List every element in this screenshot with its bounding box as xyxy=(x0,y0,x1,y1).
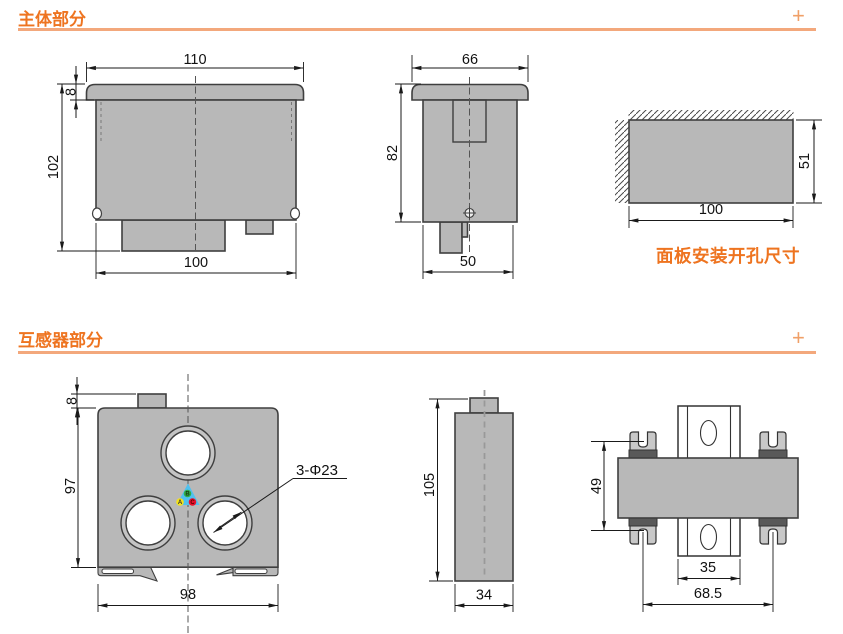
wall-hatch-top xyxy=(628,110,794,120)
dim-rail-width: 35 xyxy=(677,559,741,585)
dim-text-110: 110 xyxy=(183,52,206,68)
dim-ct-side-height: 105 xyxy=(422,398,468,582)
dim-text-8: 8 xyxy=(64,88,80,96)
phase-c-dot xyxy=(188,498,197,506)
dim-text-cutout-100: 100 xyxy=(699,202,723,218)
phase-c-label: C xyxy=(190,500,195,506)
section-divider-main-body xyxy=(18,28,816,31)
rail-hole-bottom xyxy=(699,523,718,551)
dim-cutout-width: 100 xyxy=(628,202,794,228)
phase-marker: B A C xyxy=(176,483,200,506)
dim-front-bottom-width: 100 xyxy=(95,223,297,279)
dim-front-cap-height: 8 xyxy=(57,66,94,118)
hole-label: 3-Φ23 xyxy=(296,462,338,479)
dim-ct-side-width: 34 xyxy=(454,584,514,612)
clip-top-left xyxy=(628,431,658,459)
dim-text-51: 51 xyxy=(797,153,813,169)
dim-ct-height: 97 xyxy=(63,408,96,568)
dim-text-34: 34 xyxy=(476,588,492,604)
side-terminal xyxy=(439,221,463,254)
ct-hole-top xyxy=(160,425,216,481)
clip-bottom-right xyxy=(758,517,788,545)
section-divider-transformer xyxy=(18,351,816,354)
dim-front-height: 102 xyxy=(46,84,120,252)
dim-text-97: 97 xyxy=(63,478,79,494)
front-rear-tab xyxy=(245,219,274,235)
dim-clip-span-vertical: 49 xyxy=(589,441,644,531)
phase-b-dot xyxy=(183,489,192,498)
ct-slot-left xyxy=(101,568,134,574)
dim-text-ct-8: 8 xyxy=(65,397,81,405)
dim-side-height: 82 xyxy=(385,83,421,223)
section-title-main-body: 主体部分 xyxy=(18,10,86,29)
phase-a-dot xyxy=(176,498,184,506)
transformer-top-view: 49 35 68.5 xyxy=(589,405,799,612)
plus-icon-main-body: + xyxy=(792,3,805,28)
dim-ct-width: 98 xyxy=(97,584,279,612)
plus-icon-transformer: + xyxy=(792,325,805,350)
section-title-transformer: 互感器部分 xyxy=(18,331,103,350)
dim-text-50: 50 xyxy=(460,254,476,270)
wall-hatch-left xyxy=(615,120,629,203)
phase-b-label: B xyxy=(185,492,190,498)
dim-text-100: 100 xyxy=(184,255,208,271)
panel-cutout-view: 100 51 xyxy=(615,110,822,228)
dim-text-66: 66 xyxy=(462,52,478,68)
clip-top-right xyxy=(758,431,788,459)
ct-foot-right-beak xyxy=(216,567,234,576)
transformer-front-view: B A C 3-Φ23 8 97 98 xyxy=(63,374,347,634)
hole-callout: 3-Φ23 xyxy=(213,462,347,533)
main-front-view: 110 8 102 100 xyxy=(46,52,305,279)
dim-text-68-5: 68.5 xyxy=(694,586,722,602)
dim-side-top-width: 66 xyxy=(411,52,529,82)
rail-hole-top xyxy=(699,419,718,447)
side-terminal-step xyxy=(461,221,469,238)
front-hole-right xyxy=(289,207,301,220)
ct-top-tab xyxy=(137,393,167,409)
phase-a-label: A xyxy=(178,500,183,506)
dim-front-top-width: 110 xyxy=(86,52,304,82)
dim-text-82: 82 xyxy=(385,145,401,161)
panel-cutout-caption: 面板安装开孔尺寸 xyxy=(656,246,800,266)
dim-text-49: 49 xyxy=(589,478,605,494)
transformer-side-view: 105 34 xyxy=(422,390,514,612)
dim-text-105: 105 xyxy=(422,473,438,497)
dim-clip-span-horizontal: 68.5 xyxy=(642,532,774,612)
dim-text-98: 98 xyxy=(180,587,196,603)
front-terminal-block xyxy=(121,219,226,252)
front-hole-left xyxy=(91,207,103,220)
cutout-rect xyxy=(628,119,794,204)
ct-hole-left xyxy=(120,495,176,551)
main-side-view: 66 82 50 xyxy=(385,52,529,279)
dim-text-102: 102 xyxy=(46,155,62,179)
dim-cutout-height: 51 xyxy=(796,119,822,204)
ct-slot-right xyxy=(234,568,268,574)
ct-bar xyxy=(617,457,799,519)
dim-text-35: 35 xyxy=(700,560,716,576)
dim-side-bottom-width: 50 xyxy=(422,225,514,279)
